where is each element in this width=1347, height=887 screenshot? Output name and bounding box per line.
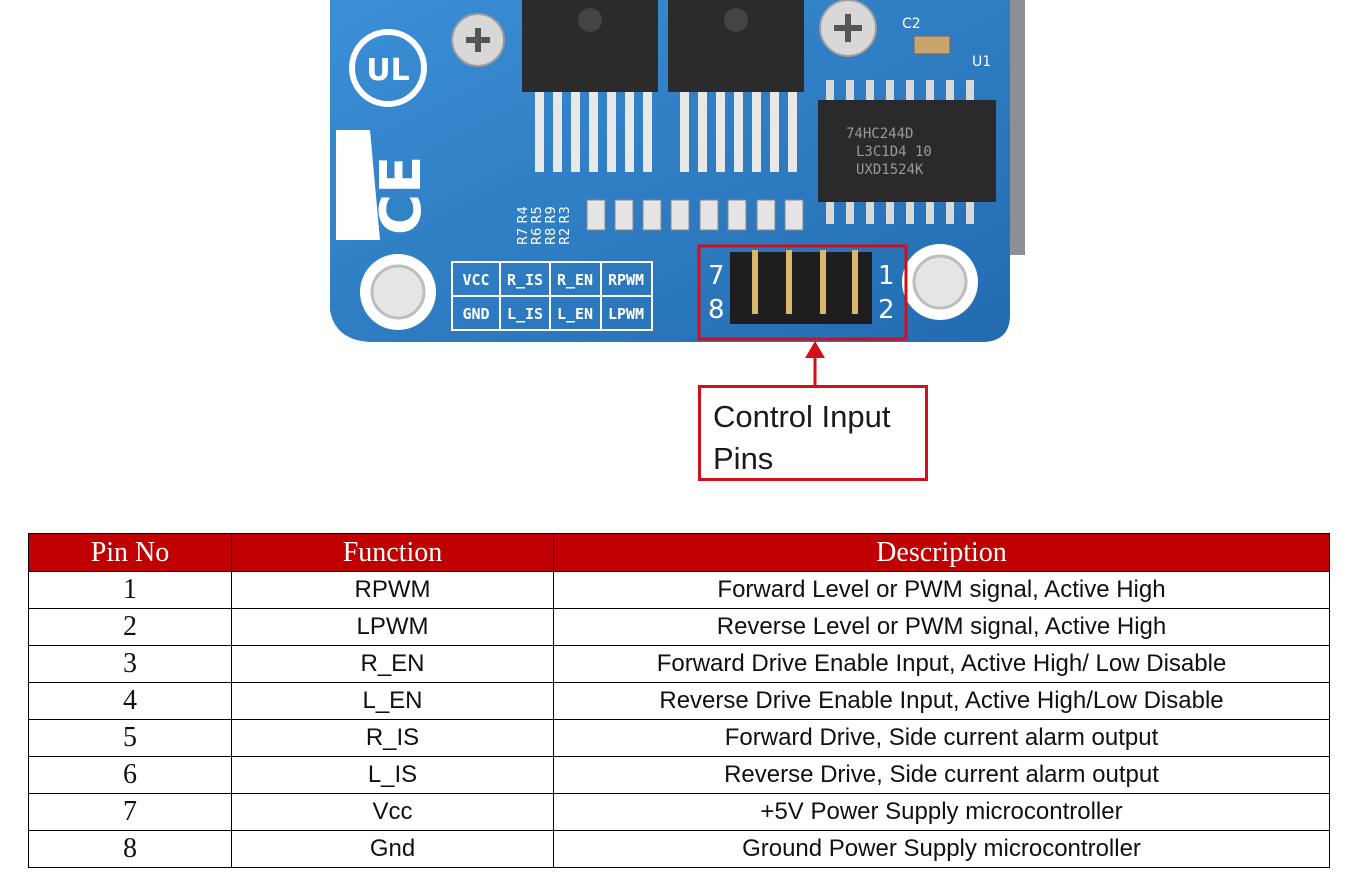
callout-line-2: Pins <box>713 441 774 476</box>
header-num-7: 7 <box>708 261 725 291</box>
table-row: 4 L_EN Reverse Drive Enable Input, Activ… <box>28 682 1330 720</box>
pin-function-table: Pin No Function Description 1 RPWM Forwa… <box>28 533 1330 868</box>
label-u1: U1 <box>972 54 991 70</box>
ul-mark-text: UL <box>366 53 409 88</box>
buffer-chip-74hc244: 74HC244D L3C1D4 10 UXD1524K <box>818 80 996 224</box>
rohs-mark-icon <box>336 130 380 240</box>
resistor-label-1: R7 R4 <box>516 206 531 245</box>
pin-description: Reverse Level or PWM signal, Active High <box>553 608 1330 646</box>
callout-box: Control Input Pins <box>698 385 928 481</box>
pin-number: 4 <box>28 682 232 720</box>
table-row: 2 LPWM Reverse Level or PWM signal, Acti… <box>28 608 1330 646</box>
table-row: 7 Vcc +5V Power Supply microcontroller <box>28 793 1330 831</box>
silk-r-is: R_IS <box>507 271 543 289</box>
pin-description: +5V Power Supply microcontroller <box>553 793 1330 831</box>
ul-mark-icon <box>349 29 427 107</box>
pin-function: L_EN <box>231 682 554 720</box>
table-header-row: Pin No Function Description <box>28 533 1330 572</box>
driver-chip-right <box>668 0 804 172</box>
silk-r-en: R_EN <box>557 271 593 289</box>
resistor-label-3: R8 R9 <box>544 206 559 245</box>
label-c2: C2 <box>902 16 921 32</box>
silk-l-is: L_IS <box>507 305 543 323</box>
table-row: 1 RPWM Forward Level or PWM signal, Acti… <box>28 571 1330 609</box>
certification-marks: UL CE <box>336 29 434 240</box>
resistor-label-4: R2 R3 <box>558 206 573 245</box>
pin-function: LPWM <box>231 608 554 646</box>
callout-line-1: Control Input <box>713 399 891 434</box>
table-row: 5 R_IS Forward Drive, Side current alarm… <box>28 719 1330 757</box>
capacitor-c2 <box>913 35 951 55</box>
header-num-1: 1 <box>878 261 895 291</box>
screw-top-right-icon <box>819 0 877 57</box>
pin-function: RPWM <box>231 571 554 609</box>
pin-number: 2 <box>28 608 232 646</box>
silk-rpwm: RPWM <box>608 271 644 289</box>
table-row: 8 Gnd Ground Power Supply microcontrolle… <box>28 830 1330 868</box>
driver-chip-left <box>522 0 658 172</box>
pin-description: Reverse Drive, Side current alarm output <box>553 756 1330 794</box>
chip-line-2: L3C1D4 10 <box>856 144 932 160</box>
silk-gnd: GND <box>462 305 489 323</box>
silk-label-grid: VCC R_IS R_EN RPWM GND L_IS L_EN LPWM <box>451 261 653 331</box>
pin-function: L_IS <box>231 756 554 794</box>
pin-number: 1 <box>28 571 232 609</box>
table-row: 3 R_EN Forward Drive Enable Input, Activ… <box>28 645 1330 683</box>
chip-line-3: UXD1524K <box>856 162 924 178</box>
header-num-2: 2 <box>878 295 895 325</box>
pin-function: Gnd <box>231 830 554 868</box>
pin-number: 7 <box>28 793 232 831</box>
arrow-up-icon <box>805 341 825 385</box>
pin-description: Forward Drive Enable Input, Active High/… <box>553 645 1330 683</box>
pin-number: 3 <box>28 645 232 683</box>
silk-l-en: L_EN <box>557 305 593 323</box>
pin-function: Vcc <box>231 793 554 831</box>
highlight-box <box>697 244 908 341</box>
header-pin-no: Pin No <box>28 533 232 572</box>
mounting-hole-left-icon <box>360 254 436 330</box>
resistor-label-2: R6 R5 <box>530 206 545 245</box>
table-row: 6 L_IS Reverse Drive, Side current alarm… <box>28 756 1330 794</box>
pin-description: Reverse Drive Enable Input, Active High/… <box>553 682 1330 720</box>
pin-description: Ground Power Supply microcontroller <box>553 830 1330 868</box>
pin-number: 8 <box>28 830 232 868</box>
pin-description: Forward Level or PWM signal, Active High <box>553 571 1330 609</box>
pin-function: R_IS <box>231 719 554 757</box>
header-function: Function <box>231 533 554 572</box>
mounting-hole-right-icon <box>902 244 978 320</box>
pin-number: 6 <box>28 756 232 794</box>
motor-driver-board-figure: UL CE <box>330 0 1025 385</box>
silk-vcc: VCC <box>462 271 489 289</box>
header-num-8: 8 <box>708 295 725 325</box>
pin-description: Forward Drive, Side current alarm output <box>553 719 1330 757</box>
screw-top-left-icon <box>451 13 505 67</box>
pin-function: R_EN <box>231 645 554 683</box>
ce-mark-text: CE <box>369 156 434 235</box>
chip-line-1: 74HC244D <box>846 126 913 142</box>
header-description: Description <box>553 533 1330 572</box>
pin-number: 5 <box>28 719 232 757</box>
pin-header: 7 1 8 2 <box>708 250 895 325</box>
resistor-row: R7 R4 R6 R5 R8 R9 R2 R3 <box>516 199 804 245</box>
silk-lpwm: LPWM <box>608 305 644 323</box>
